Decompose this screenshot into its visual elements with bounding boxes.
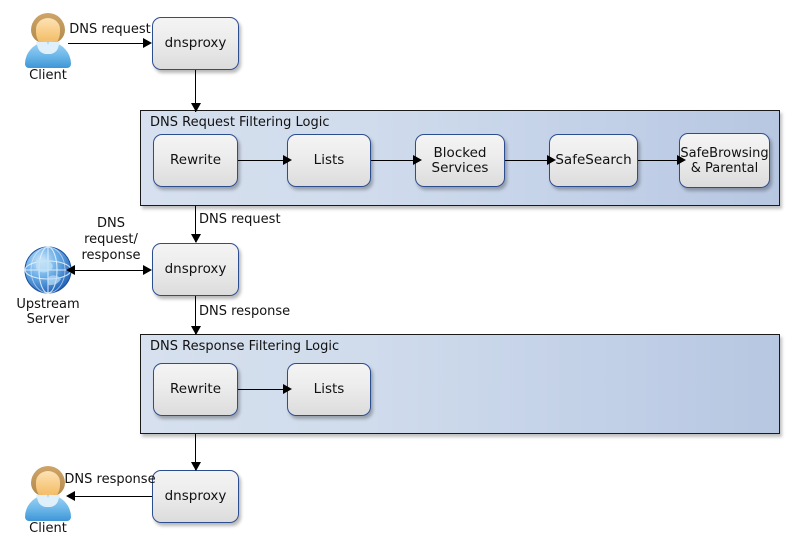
stage-safebrowsing-parental[interactable]: SafeBrowsing & Parental xyxy=(679,133,770,188)
edge-proxy-to-response-group-line xyxy=(195,296,196,334)
edge-response-group-to-proxy-line xyxy=(195,434,196,470)
edge-lists-to-blocked-line xyxy=(371,160,415,161)
globe-icon-svg xyxy=(24,246,72,294)
stage-lists-response[interactable]: Lists xyxy=(287,363,371,416)
stage-lists-request[interactable]: Lists xyxy=(287,134,371,187)
edge-proxy-to-request-group-line xyxy=(195,70,196,112)
stage-rewrite-response[interactable]: Rewrite xyxy=(153,363,238,416)
edge-label-dns-response-middle: DNS response xyxy=(199,304,291,319)
upstream-server-caption: Upstream Server xyxy=(16,297,80,327)
edge-label-dns-request-top: DNS request xyxy=(69,22,151,37)
edge-request-group-to-proxy-line xyxy=(195,206,196,242)
edge-safesearch-to-safebrowsing-arrowhead xyxy=(677,155,686,165)
edge-upstream-arrowhead-left xyxy=(66,265,75,275)
edge-rewrite-to-lists-response-arrowhead xyxy=(283,384,292,394)
user-icon xyxy=(22,12,74,70)
edge-proxy-to-request-group-arrowhead xyxy=(191,103,201,112)
edge-upstream-arrowhead-right xyxy=(143,265,152,275)
dnsproxy-top[interactable]: dnsproxy xyxy=(152,17,239,70)
edge-blocked-to-safesearch-arrowhead xyxy=(547,155,556,165)
edge-response-group-to-proxy-arrowhead xyxy=(191,462,201,471)
stage-rewrite-request[interactable]: Rewrite xyxy=(153,134,238,187)
user-icon xyxy=(22,465,74,523)
edge-proxy-to-client-line xyxy=(74,496,152,497)
edge-request-group-to-proxy-arrowhead xyxy=(191,234,201,243)
edge-rewrite-to-lists-arrowhead xyxy=(283,155,292,165)
edge-client-to-proxy-arrowhead xyxy=(143,38,152,48)
client-top-caption: Client xyxy=(29,68,67,83)
edge-proxy-to-client-arrowhead xyxy=(66,491,75,501)
edge-upstream-line xyxy=(74,270,144,271)
edge-rewrite-to-lists-line xyxy=(238,160,284,161)
dns-response-filtering-group: DNS Response Filtering Logic xyxy=(140,334,780,434)
edge-lists-to-blocked-arrowhead xyxy=(413,155,422,165)
globe-icon xyxy=(22,244,74,296)
dnsproxy-bottom[interactable]: dnsproxy xyxy=(152,470,239,523)
stage-safesearch[interactable]: SafeSearch xyxy=(549,134,638,187)
edge-proxy-to-response-group-arrowhead xyxy=(191,326,201,335)
edge-rewrite-to-lists-response-line xyxy=(238,389,284,390)
dnsproxy-middle[interactable]: dnsproxy xyxy=(152,243,239,296)
dns-request-filtering-title: DNS Request Filtering Logic xyxy=(150,115,330,130)
client-bottom-caption: Client xyxy=(29,521,67,536)
edge-label-dns-request-middle: DNS request xyxy=(199,212,281,227)
stage-blocked-services[interactable]: Blocked Services xyxy=(415,134,505,187)
dns-response-filtering-title: DNS Response Filtering Logic xyxy=(150,339,340,354)
edge-blocked-to-safesearch-line xyxy=(505,160,549,161)
edge-client-to-proxy-line xyxy=(68,43,144,44)
edge-label-dns-request-response: DNS request/ response xyxy=(81,216,141,263)
edge-safesearch-to-safebrowsing-line xyxy=(638,160,680,161)
edge-label-dns-response-bottom: DNS response xyxy=(64,472,156,487)
